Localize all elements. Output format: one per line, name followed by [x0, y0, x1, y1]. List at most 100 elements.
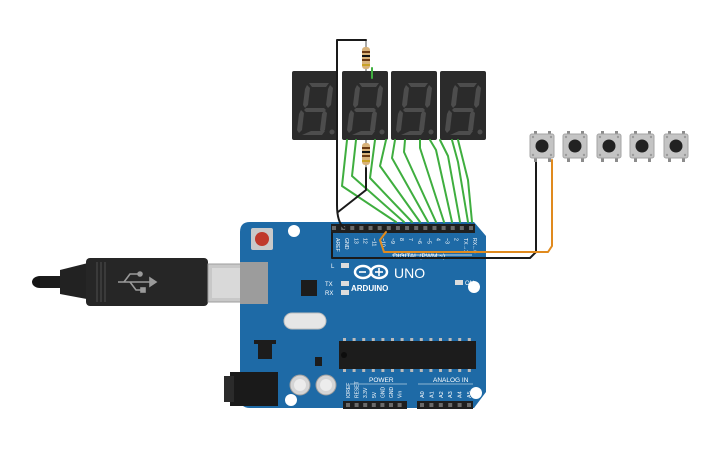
pin-label: A5	[467, 391, 473, 398]
segment	[419, 110, 426, 133]
seven-segment-display[interactable]	[440, 71, 486, 140]
digital-header-label: DIGITAL (PWM ~)	[393, 253, 445, 260]
reset-button[interactable]	[251, 228, 273, 250]
segment	[457, 83, 477, 87]
header-pin[interactable]	[423, 226, 428, 230]
pin-label: 3.3V	[363, 387, 369, 398]
button-cap[interactable]	[635, 139, 649, 153]
wire-green[interactable]	[391, 139, 429, 223]
header-pin[interactable]	[397, 403, 402, 407]
wire-green[interactable]	[451, 139, 469, 223]
seven-segment-display[interactable]	[342, 71, 388, 140]
pin-label: 7	[407, 238, 413, 241]
header-pin[interactable]	[359, 226, 364, 230]
header-pin[interactable]	[405, 226, 410, 230]
wire-black[interactable]	[336, 39, 367, 229]
segment	[403, 108, 425, 112]
header-pin[interactable]	[459, 226, 464, 230]
push-button[interactable]	[596, 131, 622, 162]
push-button[interactable]	[562, 131, 588, 162]
power-label: POWER	[369, 377, 394, 384]
wire-green[interactable]	[419, 139, 445, 223]
wire-green[interactable]	[439, 139, 461, 223]
resistor-bottom[interactable]	[362, 138, 370, 170]
header-pin[interactable]	[438, 403, 443, 407]
segment	[347, 110, 354, 133]
wire-green[interactable]	[369, 139, 413, 223]
wire-green[interactable]	[457, 139, 473, 223]
wire-black[interactable]	[331, 159, 537, 259]
usb-chip	[301, 280, 317, 296]
seven-segment-display[interactable]	[292, 71, 338, 140]
header-pin[interactable]	[457, 403, 462, 407]
header-pin[interactable]	[450, 226, 455, 230]
wire-green[interactable]	[341, 139, 397, 223]
header-pin[interactable]	[386, 226, 391, 230]
segment	[401, 131, 424, 135]
crystal-oscillator	[283, 312, 327, 330]
header-pin[interactable]	[346, 403, 350, 407]
segment	[452, 108, 474, 112]
wire-green[interactable]	[351, 139, 405, 223]
pin-label: GND	[389, 387, 395, 399]
wire-green[interactable]	[403, 139, 437, 223]
header-pin[interactable]	[377, 226, 382, 230]
button-cap[interactable]	[669, 139, 683, 153]
push-button[interactable]	[629, 131, 655, 162]
led-on: ON	[455, 280, 474, 287]
header-pin[interactable]	[389, 403, 393, 407]
wire-green[interactable]	[379, 139, 421, 223]
header-pin[interactable]	[395, 226, 400, 230]
led-l: L	[331, 263, 349, 270]
segment	[320, 110, 327, 133]
header-pin[interactable]	[420, 403, 424, 407]
header-pin[interactable]	[432, 226, 437, 230]
header-pin[interactable]	[448, 403, 453, 407]
header-pin[interactable]	[414, 226, 419, 230]
header-pin[interactable]	[371, 403, 376, 407]
push-button[interactable]	[663, 131, 689, 162]
usb-icon	[118, 271, 158, 293]
segment	[352, 131, 375, 135]
header-pin[interactable]	[467, 403, 471, 407]
header-pin[interactable]	[332, 226, 336, 230]
pin-label: TX→1	[462, 238, 468, 253]
analog-label: ANALOG IN	[433, 377, 469, 384]
decimal-point	[379, 129, 385, 135]
led-rx: RX	[325, 290, 349, 297]
wire-green[interactable]	[429, 139, 453, 223]
resistor-top[interactable]	[362, 40, 370, 74]
button-cap[interactable]	[602, 139, 616, 153]
segment	[376, 85, 383, 108]
header-pin[interactable]	[441, 226, 446, 230]
wire-black[interactable]	[337, 167, 367, 213]
header-pin[interactable]	[354, 403, 359, 407]
header-pin[interactable]	[469, 226, 473, 230]
seven-segment-display[interactable]	[391, 71, 437, 140]
pin-label: RESET	[355, 381, 361, 398]
pin-label: ~3	[444, 238, 450, 244]
pin-label: 8	[398, 238, 404, 241]
capacitor	[289, 374, 311, 396]
wires[interactable]	[331, 39, 553, 259]
header-pin[interactable]	[368, 226, 373, 230]
svg-text:TX: TX	[325, 282, 333, 288]
segment	[468, 110, 475, 133]
push-button[interactable]	[529, 131, 555, 162]
header-pin[interactable]	[380, 403, 385, 407]
pin-label: Vin	[398, 391, 404, 398]
wire-orange[interactable]	[379, 159, 553, 253]
pin-label: A1	[429, 391, 435, 398]
pin-label: A2	[439, 391, 445, 398]
header-pin[interactable]	[350, 226, 355, 230]
pin-label: AREF	[334, 238, 340, 252]
button-cap[interactable]	[535, 139, 549, 153]
button-cap[interactable]	[568, 139, 582, 153]
usb-cable[interactable]	[32, 258, 267, 306]
header-pin[interactable]	[363, 403, 368, 407]
header-pin[interactable]	[429, 403, 434, 407]
segment	[402, 85, 409, 108]
digital-header	[331, 224, 475, 233]
